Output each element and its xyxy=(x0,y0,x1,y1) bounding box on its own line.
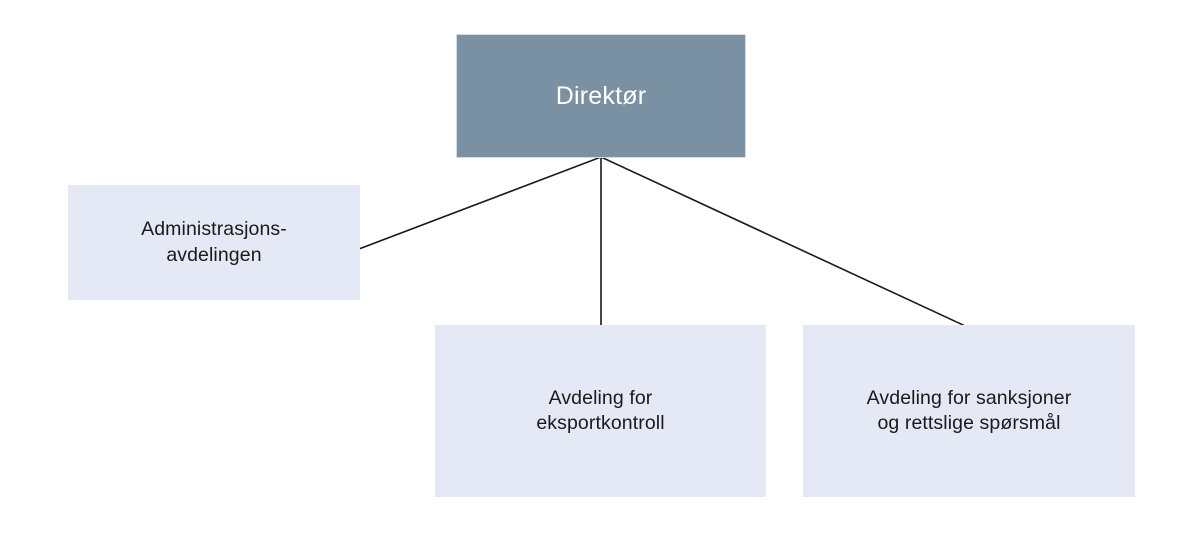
connector-director-to-sanctions-legal xyxy=(599,155,965,327)
org-node-export-control[interactable]: Avdeling for eksportkontroll xyxy=(435,325,766,497)
org-node-director-label: Direktør xyxy=(555,81,647,110)
org-node-sanctions-legal-label: Avdeling for sanksjoner og rettslige spø… xyxy=(866,386,1072,434)
org-node-administration[interactable]: Administrasjons- avdelingen xyxy=(68,185,360,300)
org-node-export-control-label: Avdeling for eksportkontroll xyxy=(536,386,665,434)
org-node-administration-label: Administrasjons- avdelingen xyxy=(141,218,287,266)
org-node-director[interactable]: Direktør xyxy=(456,34,746,158)
connector-director-to-administration xyxy=(357,155,603,251)
org-node-sanctions-legal[interactable]: Avdeling for sanksjoner og rettslige spø… xyxy=(803,325,1135,497)
